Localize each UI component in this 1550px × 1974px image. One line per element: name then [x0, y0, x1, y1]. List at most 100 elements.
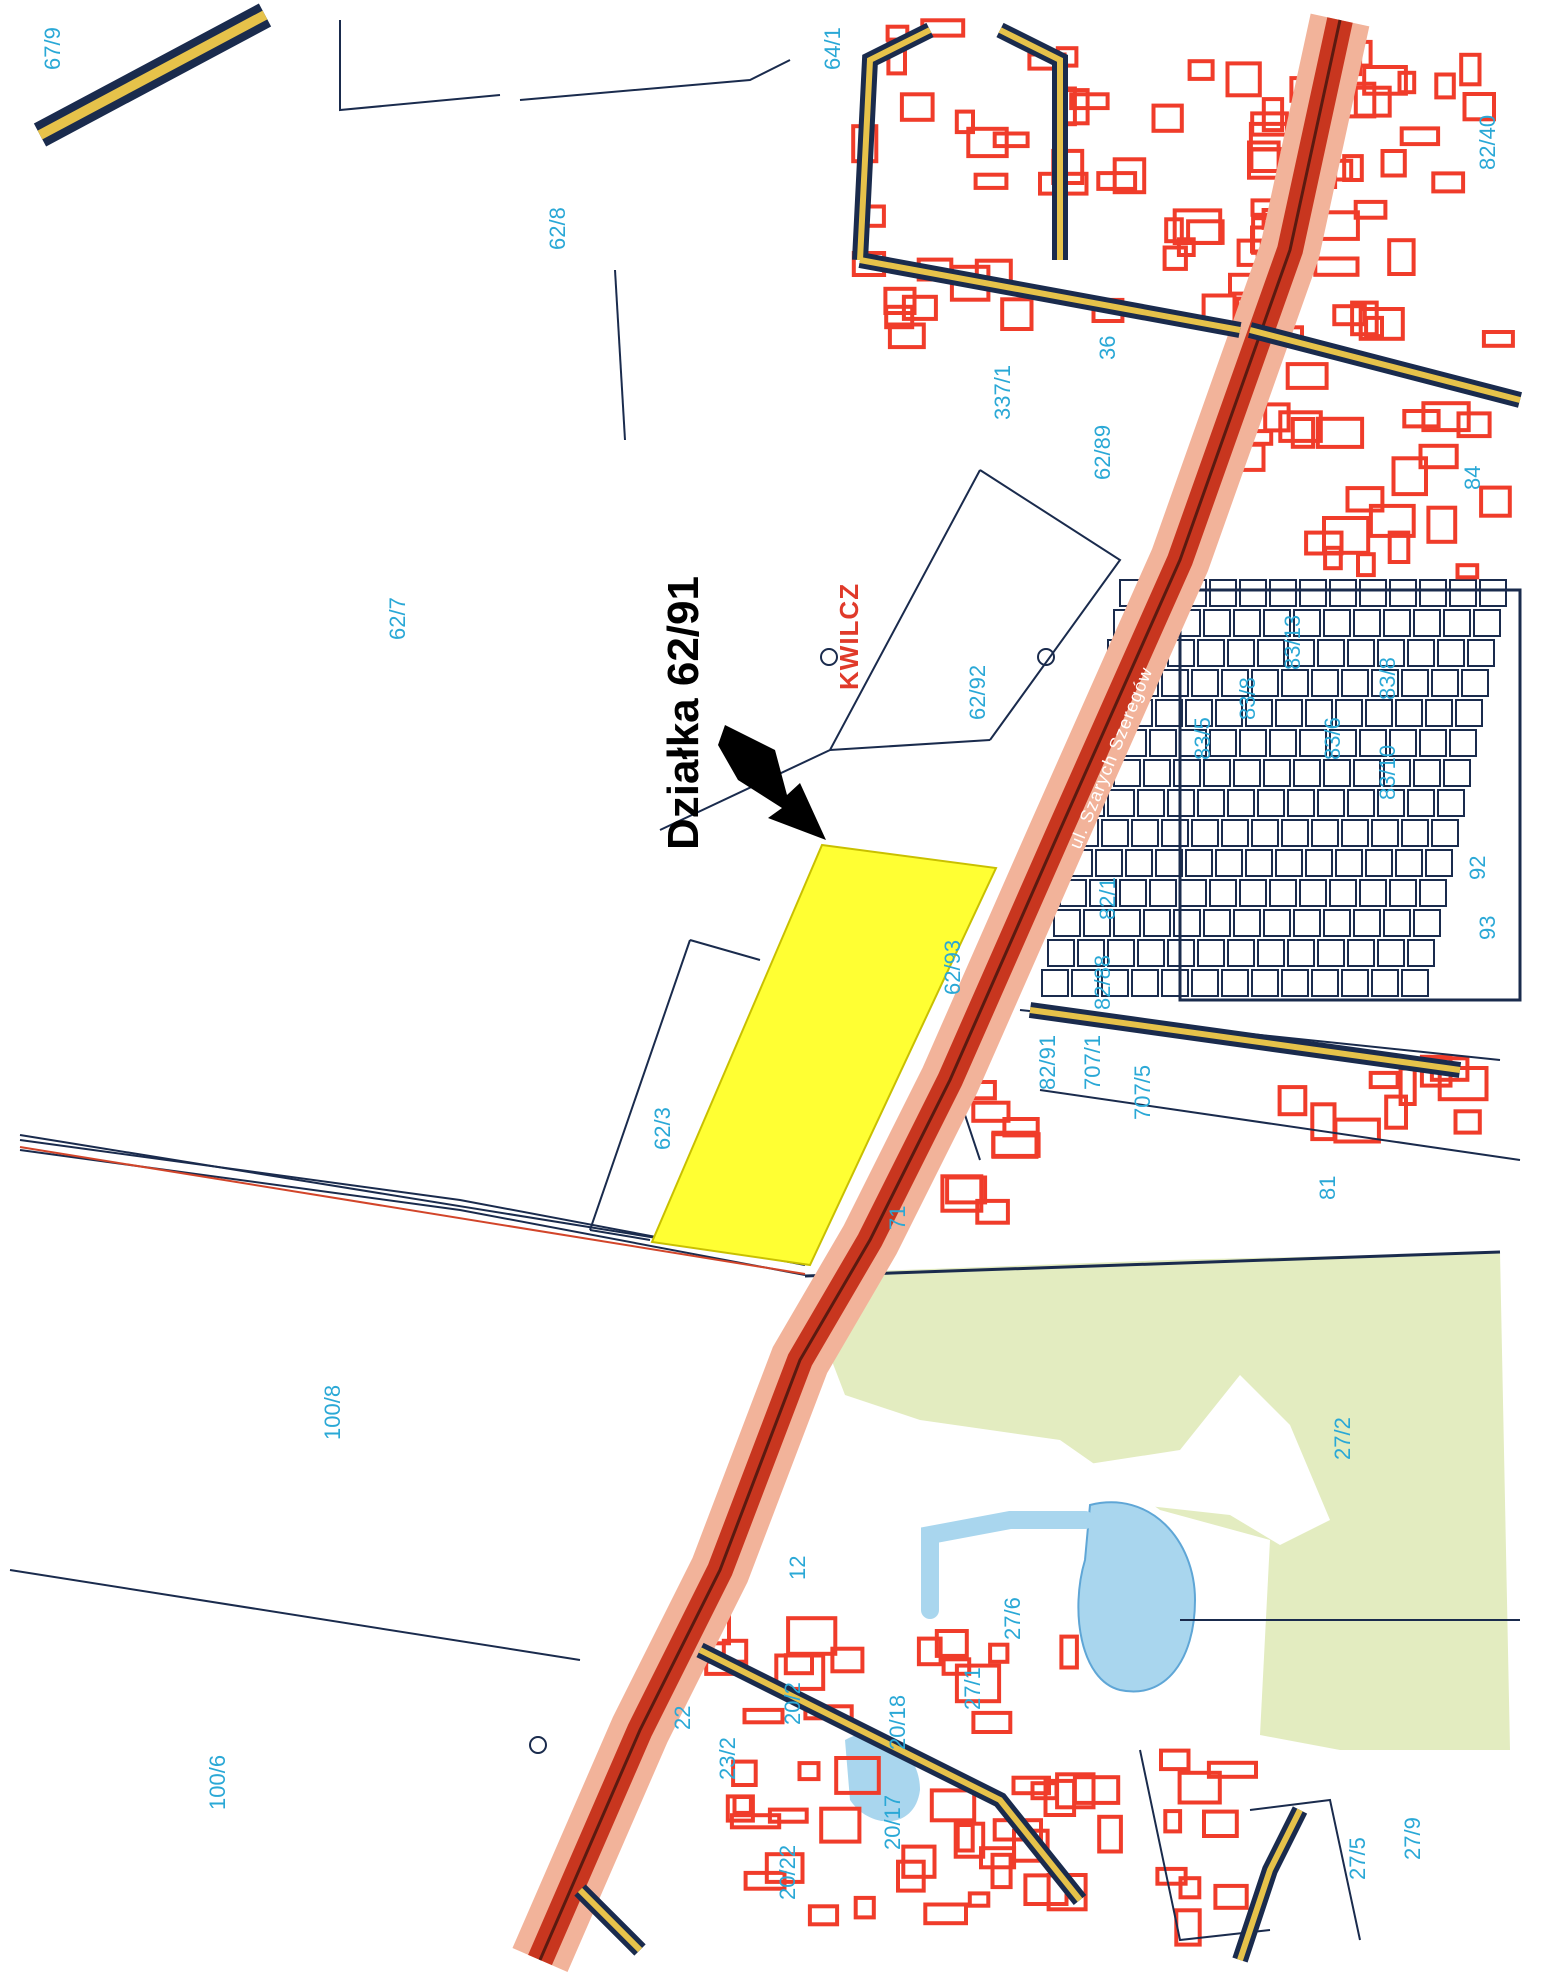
building [1277, 1085, 1308, 1117]
parcel-label: 83/13 [1280, 615, 1305, 670]
allotment-cell [1071, 969, 1099, 997]
allotment-cell [1365, 699, 1393, 727]
building [1178, 1876, 1202, 1900]
building [971, 1100, 1011, 1123]
allotment-cell [1323, 759, 1351, 787]
allotment-cell [1413, 909, 1441, 937]
allotment-cell [1227, 939, 1255, 967]
building [1356, 552, 1376, 578]
allotment-cell [1383, 909, 1411, 937]
building [1358, 307, 1405, 341]
parcel-label: 82/1 [1095, 877, 1120, 920]
allotment-cell [1227, 639, 1255, 667]
place-name-label: KWILCZ [834, 583, 864, 690]
allotment-cell [1221, 969, 1249, 997]
allotment-cell [1425, 849, 1453, 877]
building [1313, 256, 1360, 277]
building [783, 1653, 814, 1676]
allotment-cell [1251, 969, 1279, 997]
building [1097, 1814, 1123, 1854]
allotment-cell [1107, 939, 1135, 967]
allotment-cell [1197, 789, 1225, 817]
northwest-road [33, 3, 272, 147]
parcel-label: 707/5 [1130, 1065, 1155, 1120]
building [797, 1761, 821, 1782]
parcel-label: 27/9 [1400, 1817, 1425, 1860]
building [966, 126, 1009, 159]
parcel-label: 337/1 [990, 365, 1015, 420]
allotment-cell [1359, 729, 1387, 757]
building [1059, 1634, 1079, 1670]
building [1437, 1066, 1489, 1102]
allotment-cell [1407, 789, 1435, 817]
building [1421, 401, 1471, 433]
building [1285, 362, 1329, 390]
building [1096, 171, 1138, 191]
building [967, 1891, 991, 1908]
building [1399, 126, 1441, 147]
building [1479, 485, 1512, 518]
allotment-cell [1431, 819, 1459, 847]
allotment-cell [1449, 579, 1477, 607]
parcel-label: 23/2 [715, 1737, 740, 1780]
allotment-cell [1221, 819, 1249, 847]
parcel-label: 707/1 [1080, 1035, 1105, 1090]
building [941, 1657, 972, 1676]
building [1345, 486, 1385, 513]
allotment-cell [1299, 579, 1327, 607]
allotment-cell [1383, 759, 1411, 787]
building [1112, 157, 1147, 195]
parcel-label: 82/88 [1090, 955, 1115, 1010]
allotment-cell [1233, 909, 1261, 937]
parcel-label: 67/9 [40, 27, 65, 70]
allotment-cell [1311, 969, 1339, 997]
building [929, 1788, 977, 1823]
allotment-cell [1419, 579, 1447, 607]
building [1162, 245, 1188, 271]
allotment-cell [1377, 789, 1405, 817]
allotment-cell [1299, 729, 1327, 757]
parcel-label: 62/89 [1090, 425, 1115, 480]
allotment-cell [1149, 729, 1177, 757]
parcel-label: 83/8 [1235, 677, 1260, 720]
allotment-cell [1413, 609, 1441, 637]
parcel-label: 62/92 [965, 665, 990, 720]
allotment-cell [1263, 609, 1291, 637]
parcel-label: 62/3 [650, 1107, 675, 1150]
parcel-label: 62/93 [940, 940, 965, 995]
allotment-cell [1185, 849, 1213, 877]
building [742, 1707, 785, 1725]
allotment-cell [1173, 759, 1201, 787]
building [899, 92, 935, 122]
allotment-cell [1233, 609, 1261, 637]
allotment-cell [1407, 639, 1435, 667]
allotment-cell [1437, 789, 1465, 817]
building [916, 1636, 943, 1667]
parcel-label: 83/10 [1375, 745, 1400, 800]
building [1462, 92, 1496, 122]
allotment-cell [1419, 879, 1447, 907]
parcel-62-91-highlight[interactable] [650, 843, 998, 1267]
parcel-label: 82/40 [1475, 115, 1500, 170]
allotment-cell [1221, 669, 1249, 697]
building [1174, 1908, 1202, 1947]
allotment-cell [1443, 759, 1471, 787]
building [990, 1852, 1013, 1890]
allotment-cell [1131, 969, 1159, 997]
building [1426, 505, 1458, 544]
allotment-cell [1281, 819, 1309, 847]
allotment-cell [1143, 759, 1171, 787]
building [732, 1795, 753, 1815]
allotment-cell [1293, 909, 1321, 937]
allotment-cell [1215, 849, 1243, 877]
parcel-label: 12 [785, 1556, 810, 1580]
building [1431, 171, 1466, 194]
allotment-cell [1095, 849, 1123, 877]
allotment-cell [1191, 969, 1219, 997]
allotment-cell [1347, 639, 1375, 667]
allotment-cell [1329, 879, 1357, 907]
allotment-cell [1137, 939, 1165, 967]
